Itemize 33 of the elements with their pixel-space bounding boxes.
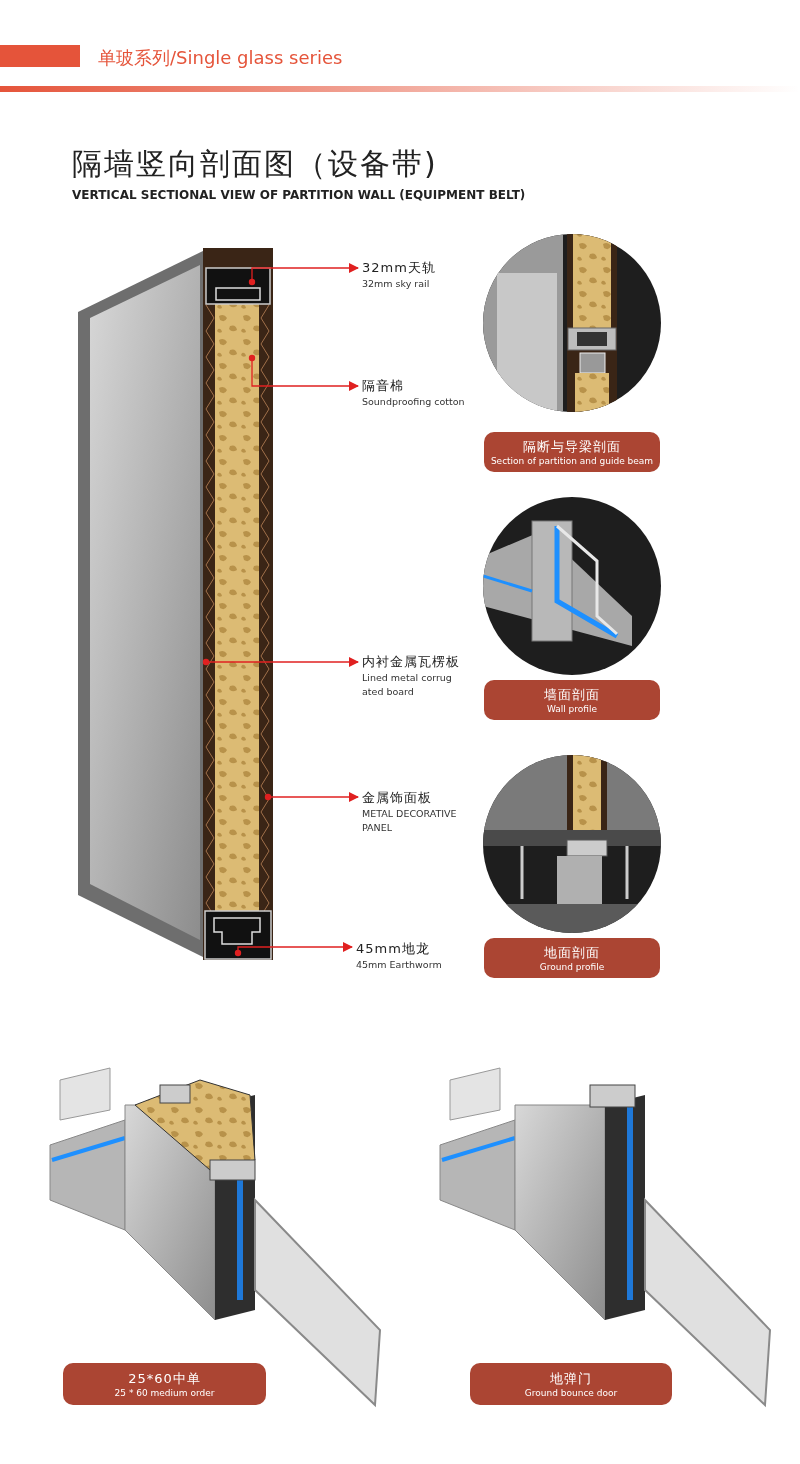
- pill-title: 地面剖面: [544, 944, 600, 962]
- caption-pill: [470, 1363, 672, 1405]
- pill-subtitle: Section of partition and guide beam: [490, 456, 654, 466]
- caption-pill: [484, 680, 660, 720]
- pill-title: 隔断与导梁剖面: [523, 438, 621, 456]
- caption-pill: [484, 938, 660, 978]
- leader-line: [264, 792, 359, 802]
- caption-pill: [484, 432, 660, 472]
- callout-label: 32mm天轨: [362, 259, 437, 277]
- callout-label: 45mm地龙: [356, 940, 431, 958]
- callout-caption: METAL DECORATIVE PANEL: [362, 807, 458, 835]
- callout-caption: 45mm Earthworm: [356, 958, 443, 972]
- callout-caption: Lined metal corrug ated board: [362, 671, 453, 699]
- pill-title: 25*60中单: [128, 1370, 201, 1388]
- leader-line: [234, 942, 353, 957]
- pill-subtitle: Ground bounce door: [524, 1388, 618, 1398]
- callout-caption: Soundproofing cotton: [362, 395, 466, 409]
- pill-title: 地弹门: [550, 1370, 592, 1388]
- header-title: 单玻系列/Single glass series: [98, 46, 343, 70]
- pill-subtitle: Wall profile: [546, 704, 598, 714]
- leader-line: [202, 657, 359, 667]
- callout-label: 内衬金属瓦楞板: [362, 653, 461, 671]
- leader-line: [248, 263, 359, 286]
- callout-label: 隔音棉: [362, 377, 405, 395]
- subtitle: VERTICAL SECTIONAL VIEW OF PARTITION WALL (EQUIPMENT BELT): [72, 188, 526, 202]
- leader-line: [248, 354, 359, 391]
- callout-label: 金属饰面板: [362, 789, 433, 807]
- callout-caption: 32mm sky rail: [362, 277, 431, 291]
- pill-title: 墙面剖面: [544, 686, 600, 704]
- pill-subtitle: 25 * 60 medium order: [114, 1388, 215, 1398]
- title: 隔墙竖向剖面图（设备带): [72, 145, 438, 183]
- caption-pill: [63, 1363, 266, 1405]
- pill-subtitle: Ground profile: [539, 962, 605, 972]
